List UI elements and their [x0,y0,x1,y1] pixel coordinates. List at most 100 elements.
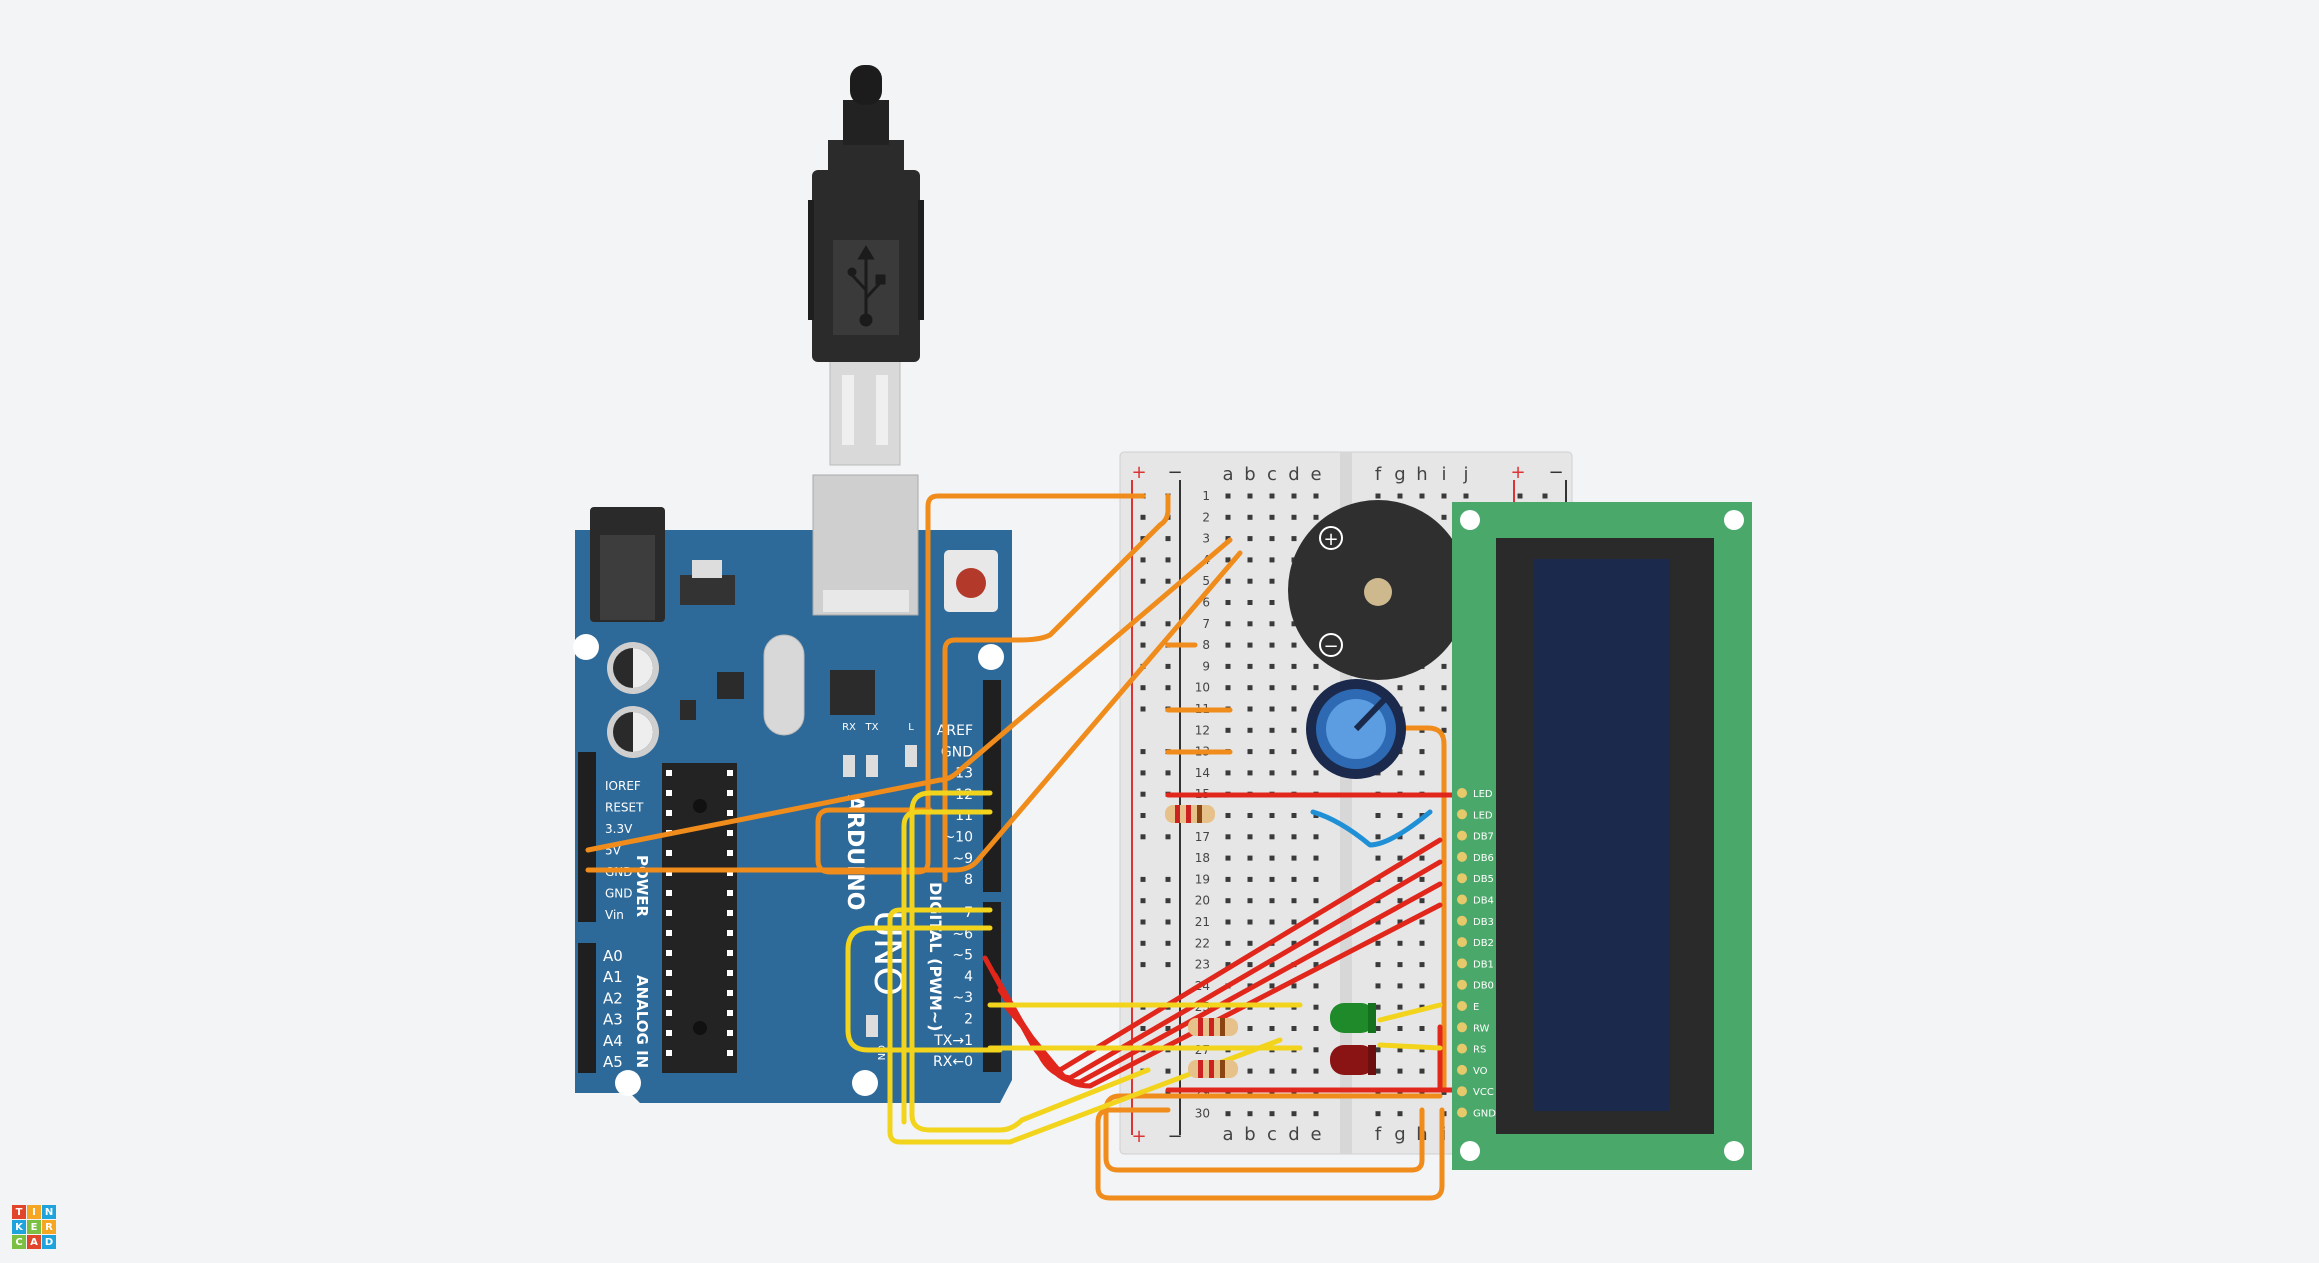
breadboard-hole[interactable] [1225,663,1231,669]
lcd-pin[interactable] [1457,915,1467,926]
usb-cable[interactable] [808,65,924,466]
rail-hole[interactable] [1140,749,1146,755]
rail-hole[interactable] [1165,962,1171,968]
breadboard-hole[interactable] [1441,706,1447,712]
breadboard-hole[interactable] [1313,493,1319,499]
breadboard-hole[interactable] [1419,749,1425,755]
breadboard-hole[interactable] [1397,685,1403,691]
rail-hole[interactable] [1542,493,1548,499]
breadboard-hole[interactable] [1419,834,1425,840]
breadboard-hole[interactable] [1225,962,1231,968]
breadboard-hole[interactable] [1291,898,1297,904]
breadboard-hole[interactable] [1375,1004,1381,1010]
rail-hole[interactable] [1140,791,1146,797]
breadboard-hole[interactable] [1313,1004,1319,1010]
breadboard-hole[interactable] [1225,557,1231,563]
breadboard-hole[interactable] [1247,600,1253,605]
breadboard-hole[interactable] [1419,855,1425,861]
resistor[interactable] [1165,805,1215,823]
rail-hole[interactable] [1165,834,1171,840]
breadboard-hole[interactable] [1419,685,1425,691]
rail-hole[interactable] [1140,578,1146,584]
breadboard-hole[interactable] [1313,663,1319,669]
breadboard-hole[interactable] [1441,685,1447,691]
lcd-pin[interactable] [1457,1107,1467,1118]
breadboard-hole[interactable] [1291,706,1297,712]
breadboard-hole[interactable] [1397,1047,1403,1053]
breadboard-hole[interactable] [1419,1068,1425,1074]
breadboard-hole[interactable] [1269,663,1275,669]
breadboard-hole[interactable] [1247,770,1253,776]
rail-hole[interactable] [1140,876,1146,882]
breadboard-hole[interactable] [1313,898,1319,904]
breadboard-hole[interactable] [1463,493,1469,499]
breadboard-hole[interactable] [1419,983,1425,989]
breadboard-hole[interactable] [1269,685,1275,691]
rail-hole[interactable] [1140,919,1146,925]
rail-hole[interactable] [1165,898,1171,904]
lcd-pin[interactable] [1457,809,1467,820]
breadboard-hole[interactable] [1291,813,1297,818]
breadboard-hole[interactable] [1441,514,1447,520]
breadboard-hole[interactable] [1419,770,1425,776]
rail-hole[interactable] [1165,557,1171,563]
breadboard-hole[interactable] [1375,493,1381,499]
breadboard-hole[interactable] [1419,898,1425,904]
breadboard-hole[interactable] [1291,642,1297,648]
breadboard-hole[interactable] [1269,600,1275,605]
lcd-pin[interactable] [1457,1001,1467,1011]
digital-header-top[interactable] [983,680,1001,892]
breadboard-hole[interactable] [1247,1026,1253,1031]
breadboard-hole[interactable] [1269,1068,1275,1074]
breadboard-hole[interactable] [1313,1026,1319,1031]
breadboard-hole[interactable] [1313,855,1319,861]
breadboard-hole[interactable] [1313,685,1319,691]
breadboard-hole[interactable] [1247,621,1253,627]
breadboard-hole[interactable] [1397,940,1403,946]
breadboard-hole[interactable] [1375,1068,1381,1074]
analog-header[interactable] [578,943,596,1073]
breadboard-hole[interactable] [1269,749,1275,755]
breadboard-hole[interactable] [1419,940,1425,946]
breadboard-hole[interactable] [1225,621,1231,627]
piezo-buzzer[interactable]: + − [1288,500,1468,680]
breadboard-hole[interactable] [1269,642,1275,648]
breadboard-hole[interactable] [1269,855,1275,861]
rail-hole[interactable] [1140,813,1146,818]
breadboard-hole[interactable] [1291,876,1297,882]
lcd-pin[interactable] [1457,851,1467,862]
breadboard-hole[interactable] [1397,1068,1403,1074]
breadboard-hole[interactable] [1269,1026,1275,1031]
breadboard-hole[interactable] [1247,898,1253,904]
breadboard-hole[interactable] [1375,962,1381,968]
lcd-pin[interactable] [1457,937,1467,948]
breadboard-hole[interactable] [1419,706,1425,712]
breadboard-hole[interactable] [1313,834,1319,840]
breadboard-hole[interactable] [1397,983,1403,989]
breadboard-hole[interactable] [1313,876,1319,882]
breadboard-hole[interactable] [1269,706,1275,712]
lcd-pin[interactable] [1457,894,1467,905]
rail-hole[interactable] [1165,876,1171,882]
breadboard-hole[interactable] [1247,834,1253,840]
breadboard-hole[interactable] [1291,621,1297,627]
breadboard-hole[interactable] [1225,685,1231,691]
breadboard-hole[interactable] [1313,940,1319,946]
lcd-pin[interactable] [1457,1022,1467,1033]
breadboard-hole[interactable] [1375,1111,1381,1117]
breadboard-hole[interactable] [1247,642,1253,648]
breadboard-hole[interactable] [1313,919,1319,925]
breadboard-hole[interactable] [1419,876,1425,882]
lcd-pin[interactable] [1457,788,1467,798]
breadboard-hole[interactable] [1397,1004,1403,1010]
breadboard-hole[interactable] [1291,514,1297,520]
breadboard-hole[interactable] [1269,493,1275,499]
breadboard-hole[interactable] [1375,855,1381,861]
breadboard-hole[interactable] [1247,493,1253,499]
rail-hole[interactable] [1165,536,1171,542]
breadboard-hole[interactable] [1375,983,1381,989]
breadboard-hole[interactable] [1225,834,1231,840]
breadboard-hole[interactable] [1419,493,1425,499]
breadboard-hole[interactable] [1291,663,1297,669]
